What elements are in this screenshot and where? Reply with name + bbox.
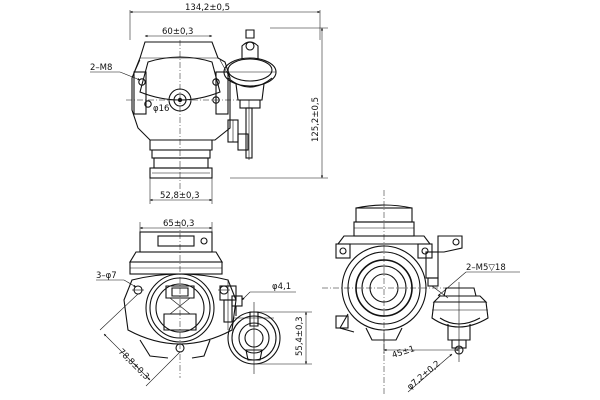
bolt-icon [212,78,220,86]
bore-label: φ16 [153,104,169,114]
throttle-bore [155,283,205,333]
diagonal-label: 78,8±0,3 [116,347,151,382]
flange-plate [139,56,221,101]
side-bolts-label: 2–M5▽18 [466,263,506,273]
bolt-icon [138,78,146,86]
top-width-label: 65±0,3 [163,219,194,229]
dimension-flange-width: 60±0,3 [144,27,213,38]
pin-label: φ4,1 [272,282,291,292]
dimension-overall-width: 134,2±0,5 [129,3,321,40]
dimension-height: 125,2±0,5 [230,27,328,179]
actuator-label: 55,4±0,3 [295,316,305,356]
side-view: 2–M5▽18 45±1 φ7,2±0,2 [322,190,520,394]
throttle-body-outline [131,41,231,141]
holes-label: 3–φ7 [96,271,117,281]
flange-width-label: 60±0,3 [162,27,193,37]
offset-label: 45±1 [391,344,416,361]
diameter-label: φ7,2±0,2 [406,359,443,392]
vacuum-actuator [223,29,277,109]
vacuum-actuator-front [227,302,281,374]
overall-width-label: 134,2±0,5 [185,3,230,13]
dimension-top-width: 65±0,3 [139,219,213,240]
top-view: 134,2±0,5 60±0,3 125,2±0,5 [90,3,328,204]
bore-ring [355,259,413,317]
dimension-bottom-width: 52,8±0,3 [149,178,213,204]
dimension-actuator: 55,4±0,3 [256,311,312,365]
height-label: 125,2±0,5 [311,97,321,142]
dimension-diameter: φ7,2±0,2 [406,353,453,392]
bottom-width-label: 52,8±0,3 [160,191,200,201]
bolt-icon [144,100,152,108]
front-view: 65±0,3 3–φ7 [96,219,312,387]
bolts-label: 2–M8 [90,63,112,73]
